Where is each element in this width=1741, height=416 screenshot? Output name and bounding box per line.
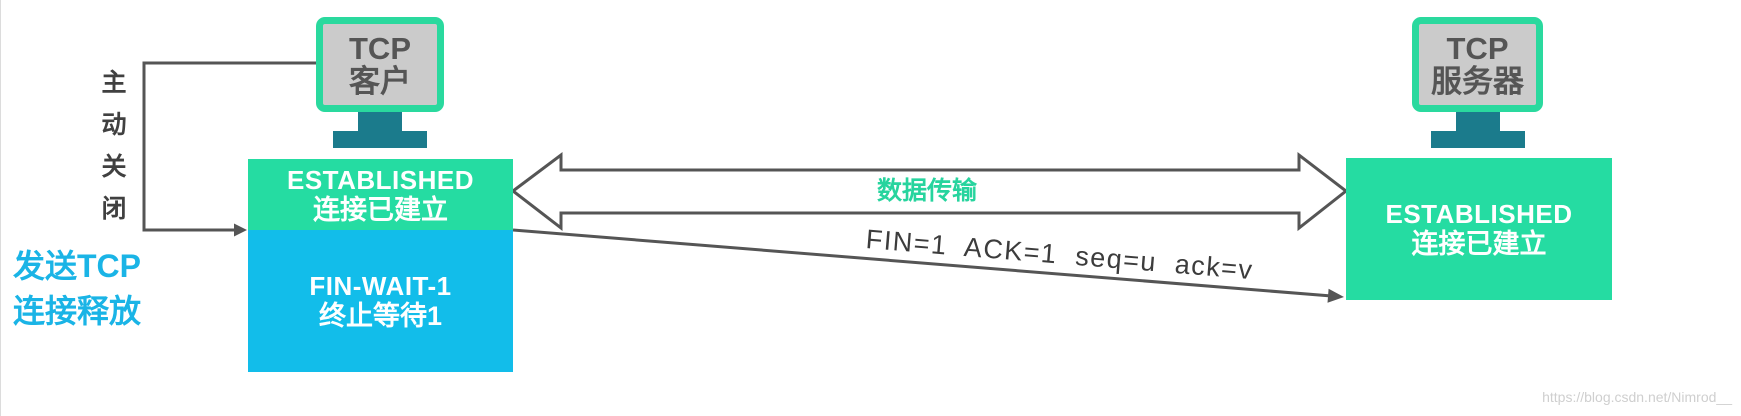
server-monitor-base <box>1431 131 1525 148</box>
client-established-cn: 连接已建立 <box>313 194 448 225</box>
active-close-arrowhead <box>234 223 247 237</box>
send-release-label: 发送TCP 连接释放 <box>13 244 141 334</box>
client-state-fin-wait-1: FIN-WAIT-1 终止等待1 <box>248 230 513 372</box>
active-close-char: 关 <box>101 153 127 181</box>
data-transfer-label: 数据传输 <box>877 177 978 205</box>
server-screen: TCP 服务器 <box>1412 17 1543 112</box>
server-established-en: ESTABLISHED <box>1385 199 1573 229</box>
server-established-cn: 连接已建立 <box>1411 229 1547 259</box>
send-release-line1: 发送TCP <box>13 248 142 284</box>
client-computer-icon: TCP 客户 <box>316 17 444 148</box>
server-computer-icon: TCP 服务器 <box>1412 17 1543 148</box>
left-edge-line <box>0 0 1 416</box>
client-screen-line1: TCP <box>349 30 411 66</box>
active-close-char: 动 <box>101 111 127 139</box>
server-monitor-neck <box>1456 112 1500 131</box>
server-state-established: ESTABLISHED 连接已建立 <box>1346 158 1612 300</box>
server-screen-line2: 服务器 <box>1431 63 1524 99</box>
fin-segment-arrow-line <box>512 228 1331 298</box>
client-monitor-base <box>333 131 427 148</box>
watermark-url: https://blog.csdn.net/Nimrod__ <box>1542 389 1732 405</box>
active-close-label: 主 动 关 闭 <box>100 62 128 230</box>
active-close-bracket-line <box>142 61 316 232</box>
client-state-established: ESTABLISHED 连接已建立 <box>248 159 513 230</box>
client-monitor-neck <box>358 112 402 131</box>
client-fin-wait-cn: 终止等待1 <box>318 301 443 331</box>
client-established-en: ESTABLISHED <box>286 164 475 195</box>
active-close-char: 闭 <box>101 195 127 223</box>
active-close-char: 主 <box>101 69 127 97</box>
send-release-line2: 连接释放 <box>13 293 142 329</box>
client-screen-line2: 客户 <box>349 63 411 99</box>
fin-segment-arrowhead <box>1327 288 1344 303</box>
server-screen-line1: TCP <box>1446 30 1509 66</box>
client-screen: TCP 客户 <box>316 17 444 112</box>
client-fin-wait-en: FIN-WAIT-1 <box>309 271 452 301</box>
